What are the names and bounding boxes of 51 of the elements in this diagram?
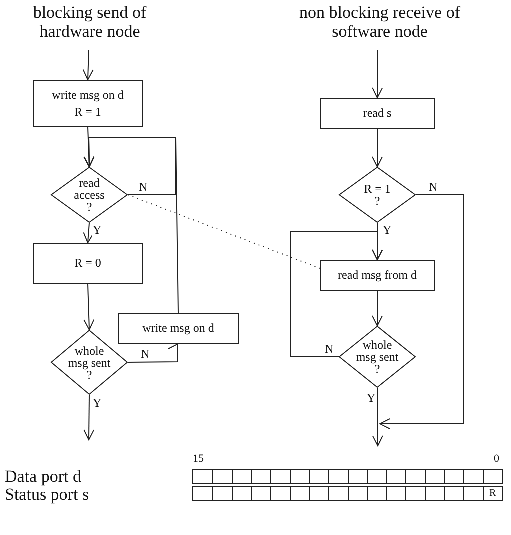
node-text: ? <box>86 368 92 380</box>
arrow <box>372 290 383 326</box>
arrow <box>372 50 384 98</box>
decision-diamond <box>51 167 128 223</box>
decision-diamond <box>51 330 128 395</box>
process-box <box>118 313 239 344</box>
arrow <box>290 232 384 358</box>
edge-label: Y <box>366 392 377 404</box>
edge-label: N <box>140 348 151 360</box>
edge-label: N <box>138 181 149 193</box>
process-box <box>320 98 435 129</box>
edge-label: Y <box>92 397 103 409</box>
arrow <box>84 284 95 330</box>
arrow <box>380 194 464 430</box>
bit-number: 15 <box>193 454 204 465</box>
node-text: R = 1 <box>74 104 102 120</box>
node-text: write msg on d <box>52 87 124 104</box>
arrow <box>83 222 94 244</box>
arrow <box>84 138 179 314</box>
edge-label: Y <box>382 224 393 236</box>
node-text: read msg from d <box>338 267 417 284</box>
node-text: ? <box>374 363 380 375</box>
dotted-connector <box>128 194 320 269</box>
process-box <box>33 80 143 127</box>
edge-label: Y <box>92 224 103 236</box>
bit-number: 0 <box>494 454 500 465</box>
process-box <box>320 260 435 291</box>
node-text: read access <box>73 177 106 201</box>
arrow <box>82 50 94 80</box>
arrow <box>372 388 384 446</box>
port-label: Status port s <box>5 486 90 503</box>
node-text: whole msg sent <box>355 339 400 363</box>
column-heading: non blocking receive of software node <box>298 4 462 42</box>
node-text: R = 1 <box>364 183 391 195</box>
bit-label: R <box>490 488 496 499</box>
decision-diamond <box>339 326 416 388</box>
node-text: R = 0 <box>74 255 102 272</box>
node-text: read s <box>363 105 392 122</box>
arrow <box>84 126 95 168</box>
port-label: Data port d <box>5 468 82 485</box>
node-text: ? <box>86 201 92 213</box>
node-text: write msg on d <box>142 320 214 337</box>
edge-label: N <box>428 181 439 193</box>
process-box <box>33 243 143 284</box>
edge-label: N <box>324 343 335 355</box>
node-text: ? <box>374 195 380 207</box>
arrow <box>372 128 383 168</box>
node-text: whole msg sent <box>67 344 112 368</box>
column-heading: blocking send of hardware node <box>32 4 148 42</box>
arrow <box>84 394 95 440</box>
decision-diamond <box>339 167 416 223</box>
